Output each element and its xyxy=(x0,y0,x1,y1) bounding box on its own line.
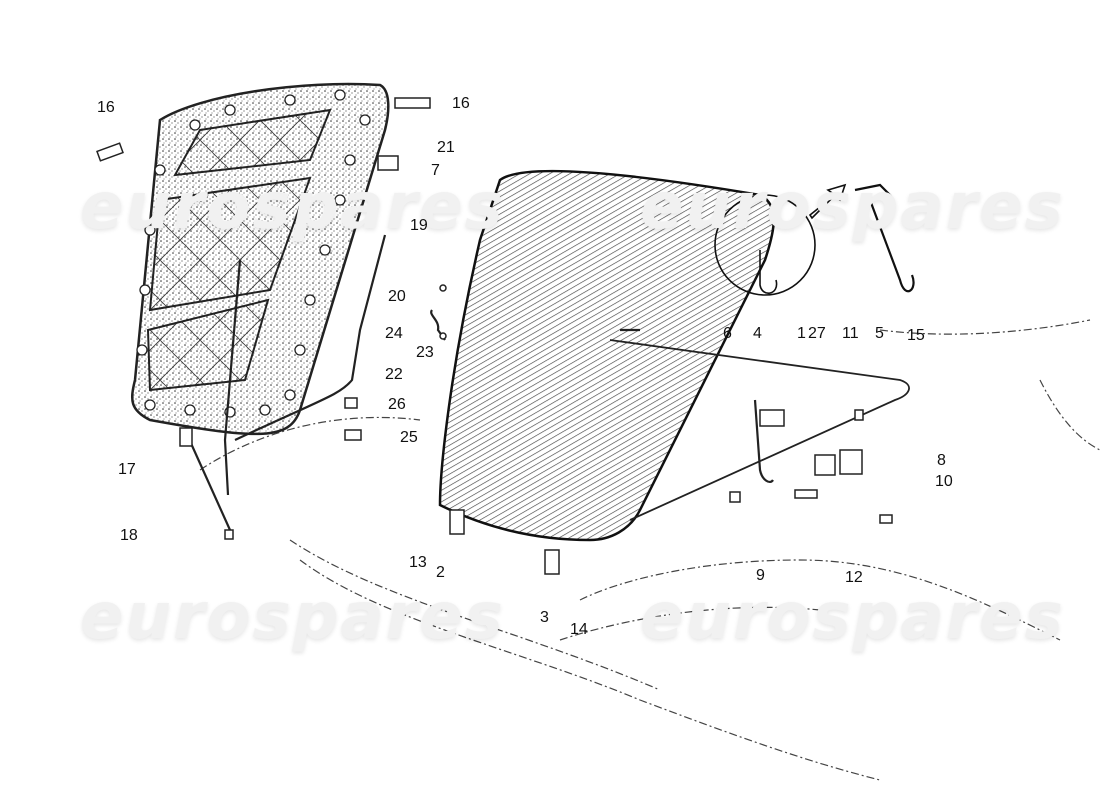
callout-26: 26 xyxy=(388,396,406,413)
bonnet-outer-panel xyxy=(438,169,775,542)
callout-17: 17 xyxy=(118,461,136,478)
callout-24: 24 xyxy=(385,325,403,342)
callout-9: 9 xyxy=(756,567,765,584)
callout-14: 14 xyxy=(570,621,588,638)
callout-18: 18 xyxy=(120,527,138,544)
callout-3: 3 xyxy=(540,609,549,626)
callout-12: 12 xyxy=(845,569,863,586)
callout-1: 1 xyxy=(797,325,806,342)
callout-7: 7 xyxy=(431,162,440,179)
callout-20: 20 xyxy=(388,288,406,305)
callout-21: 21 xyxy=(437,139,455,156)
callout-8: 8 xyxy=(937,452,946,469)
small-fittings xyxy=(96,97,893,575)
callout-15: 15 xyxy=(907,327,925,344)
callout-6: 6 xyxy=(723,325,732,342)
callout-27: 27 xyxy=(808,325,826,342)
callout-19: 19 xyxy=(410,217,428,234)
callout-25: 25 xyxy=(400,429,418,446)
callout-10: 10 xyxy=(935,473,953,490)
callout-2: 2 xyxy=(436,564,445,581)
callout-5: 5 xyxy=(875,325,884,342)
callout-13: 13 xyxy=(409,554,427,571)
callout-16: 16 xyxy=(452,95,470,112)
callout-16: 16 xyxy=(97,99,115,116)
car-body-outline xyxy=(199,319,1100,781)
callout-4: 4 xyxy=(753,325,762,342)
callout-11: 11 xyxy=(842,325,859,342)
bonnet-inner-panel xyxy=(131,82,390,436)
callout-22: 22 xyxy=(385,366,403,383)
callout-23: 23 xyxy=(416,344,434,361)
detail-magnifier xyxy=(714,183,915,296)
